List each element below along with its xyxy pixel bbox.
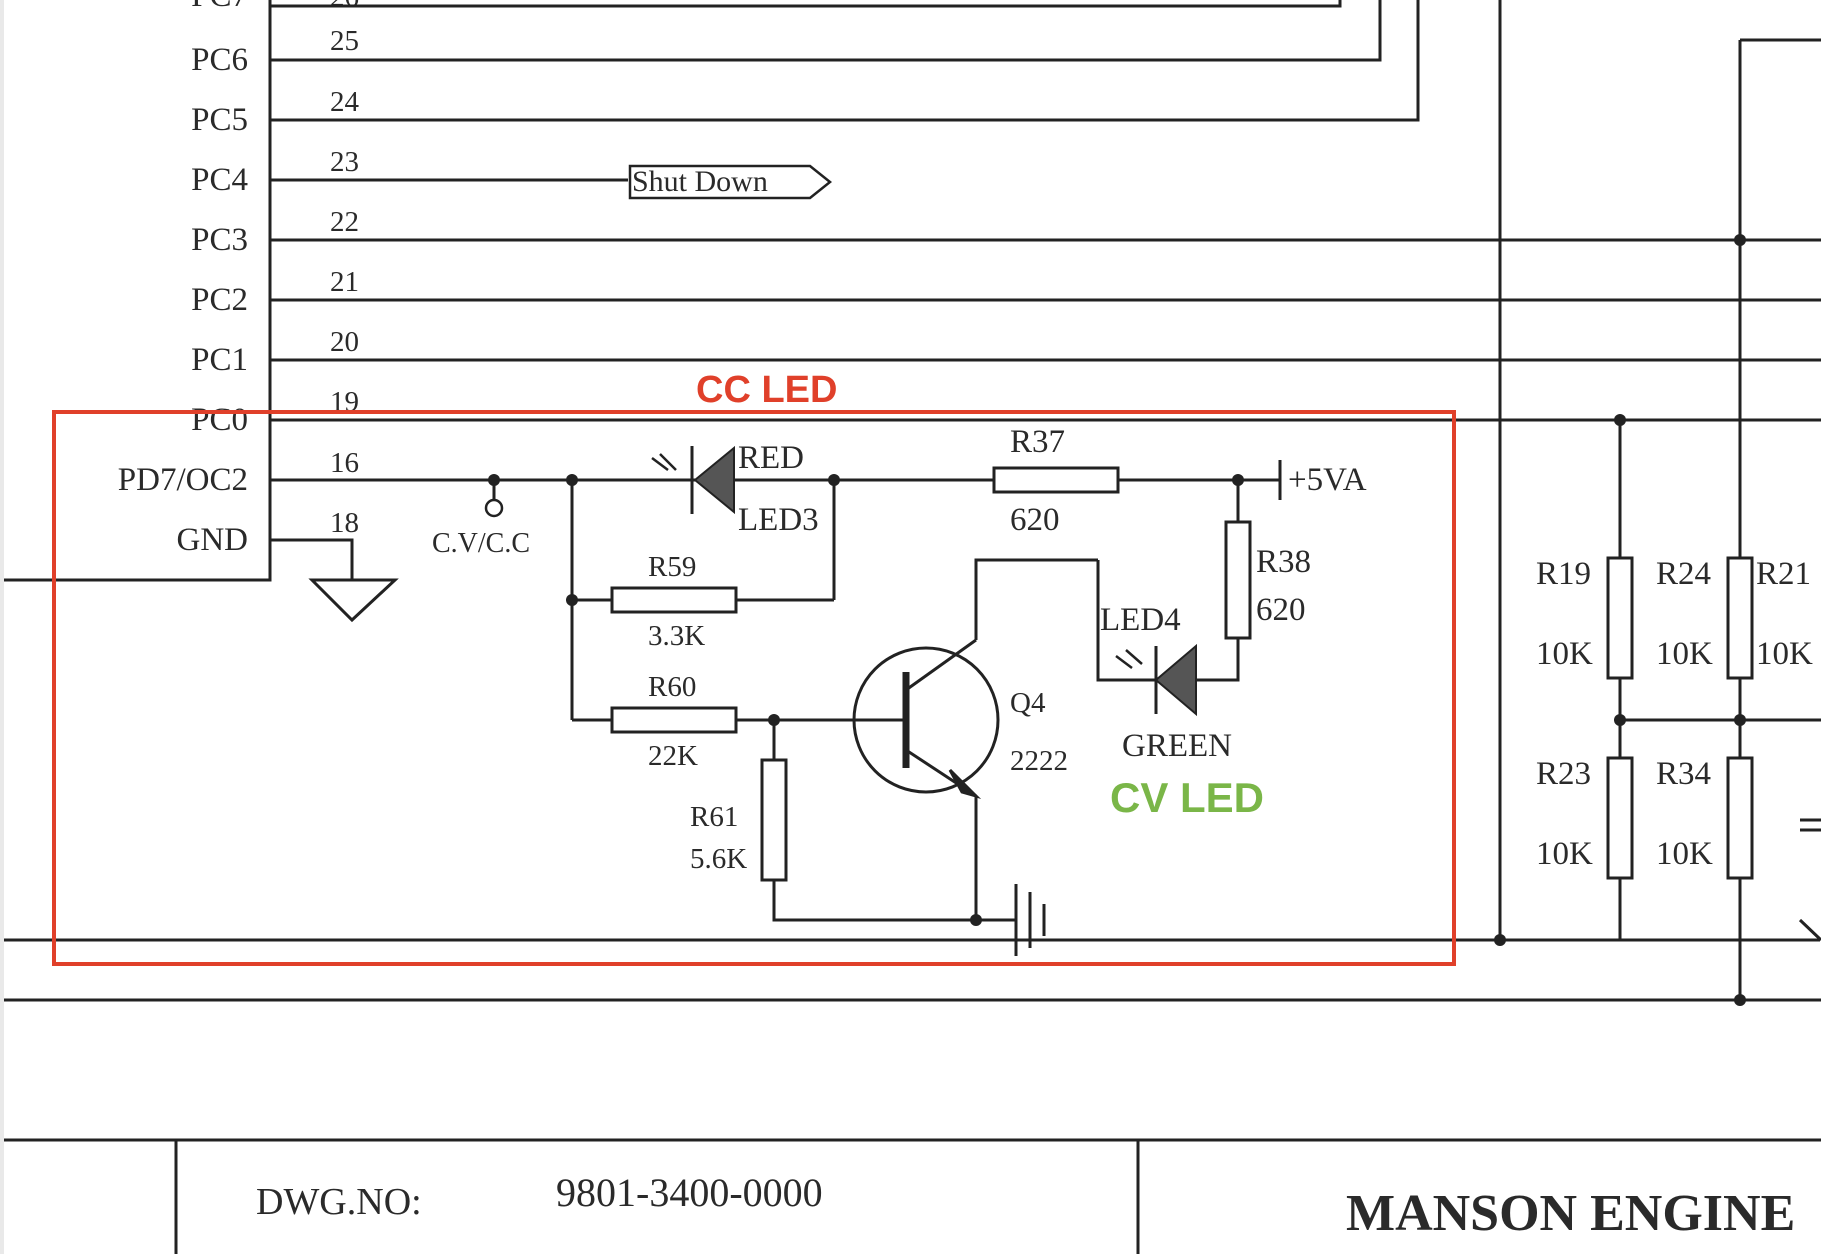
title-block: DWG.NO: 9801-3400-0000 MANSON ENGINE xyxy=(4,1138,1821,1254)
highlight-box xyxy=(52,410,1456,966)
r59-ref: R59 xyxy=(648,551,696,583)
r21-value: 10K xyxy=(1756,636,1813,672)
pin-name-pc6: PC6 xyxy=(191,42,248,78)
q4-transistor: Q4 2222 xyxy=(852,638,1068,920)
shutdown-label: Shut Down xyxy=(632,165,768,198)
led4-green-led: LED4 GREEN xyxy=(1096,560,1232,764)
chassis-ground-symbol xyxy=(976,884,1046,956)
ic-body xyxy=(4,0,272,582)
r61-ref: R61 xyxy=(690,801,738,833)
r19-ref: R19 xyxy=(1536,556,1591,592)
pin-name-pc2: PC2 xyxy=(191,282,248,318)
r38-resistor: R38 620 xyxy=(1196,480,1311,682)
r60-ref: R60 xyxy=(648,671,696,703)
led3-red-led: RED LED3 xyxy=(651,440,819,538)
divider-network: R19 10K R24 10K R21 10K R23 10K R34 10K xyxy=(1494,234,1821,1006)
cv-led-annotation: CV LED xyxy=(1110,774,1264,821)
pin-labels: PC7 PC6 PC5 PC4 PC3 PC2 PC1 PC0 PD7/OC2 … xyxy=(118,0,360,558)
q4-ref: Q4 xyxy=(1010,687,1046,719)
r60-value: 22K xyxy=(648,740,698,772)
dwg-number: 9801-3400-0000 xyxy=(556,1170,823,1215)
pin-name-pc1: PC1 xyxy=(191,342,248,378)
pin-name-pc5: PC5 xyxy=(191,102,248,138)
r38-ref: R38 xyxy=(1256,544,1311,580)
pin-name-gnd: GND xyxy=(177,522,249,558)
r61-value: 5.6K xyxy=(690,843,747,875)
supply-label: +5VA xyxy=(1288,462,1367,498)
r24-value: 10K xyxy=(1656,636,1713,672)
pin-number-20: 20 xyxy=(330,326,359,358)
r23-value: 10K xyxy=(1536,836,1593,872)
pin-name-pc0: PC0 xyxy=(191,402,248,438)
dwg-no-label: DWG.NO: xyxy=(256,1181,422,1223)
ground-symbol xyxy=(270,538,399,623)
r38-value: 620 xyxy=(1256,592,1306,628)
test-point-label: C.V/C.C xyxy=(432,528,530,559)
pin-number-24: 24 xyxy=(330,86,360,118)
shutdown-connector: Shut Down xyxy=(628,164,833,200)
company-name: MANSON ENGINE xyxy=(1346,1185,1795,1242)
pin-number-23: 23 xyxy=(330,146,359,178)
pin-number-16: 16 xyxy=(330,447,359,479)
q4-part: 2222 xyxy=(1010,745,1068,777)
cc-led-annotation: CC LED xyxy=(696,369,837,411)
led3-ref: LED3 xyxy=(738,502,819,538)
pin-name-pc7: PC7 xyxy=(191,0,248,14)
r61-resistor: R61 5.6K xyxy=(690,720,976,922)
r59-value: 3.3K xyxy=(648,620,705,652)
pin-name-pd7: PD7/OC2 xyxy=(118,462,248,498)
pin-number-18: 18 xyxy=(330,507,359,539)
led-driver-circuit: C.V/C.C RED LED3 R37 620 +5VA xyxy=(432,424,1367,956)
r34-value: 10K xyxy=(1656,836,1713,872)
r37-resistor: R37 620 xyxy=(992,424,1120,538)
pin-number-22: 22 xyxy=(330,206,359,238)
pin-name-pc4: PC4 xyxy=(191,162,248,198)
r59-resistor: R59 3.3K xyxy=(572,551,834,652)
r19-value: 10K xyxy=(1536,636,1593,672)
test-point xyxy=(484,498,504,518)
r23-ref: R23 xyxy=(1536,756,1591,792)
r37-ref: R37 xyxy=(1010,424,1065,460)
pin-name-pc3: PC3 xyxy=(191,222,248,258)
r24-ref: R24 xyxy=(1656,556,1711,592)
pin-number-25: 25 xyxy=(330,25,359,57)
r37-value: 620 xyxy=(1010,502,1060,538)
led4-color: GREEN xyxy=(1122,728,1232,764)
paper xyxy=(4,0,1821,1254)
r34-ref: R34 xyxy=(1656,756,1711,792)
r60-resistor: R60 22K xyxy=(572,671,904,772)
led4-ref: LED4 xyxy=(1100,602,1181,638)
r21-ref: R21 xyxy=(1756,556,1811,592)
pin-number-21: 21 xyxy=(330,266,359,298)
led3-color: RED xyxy=(738,440,804,476)
